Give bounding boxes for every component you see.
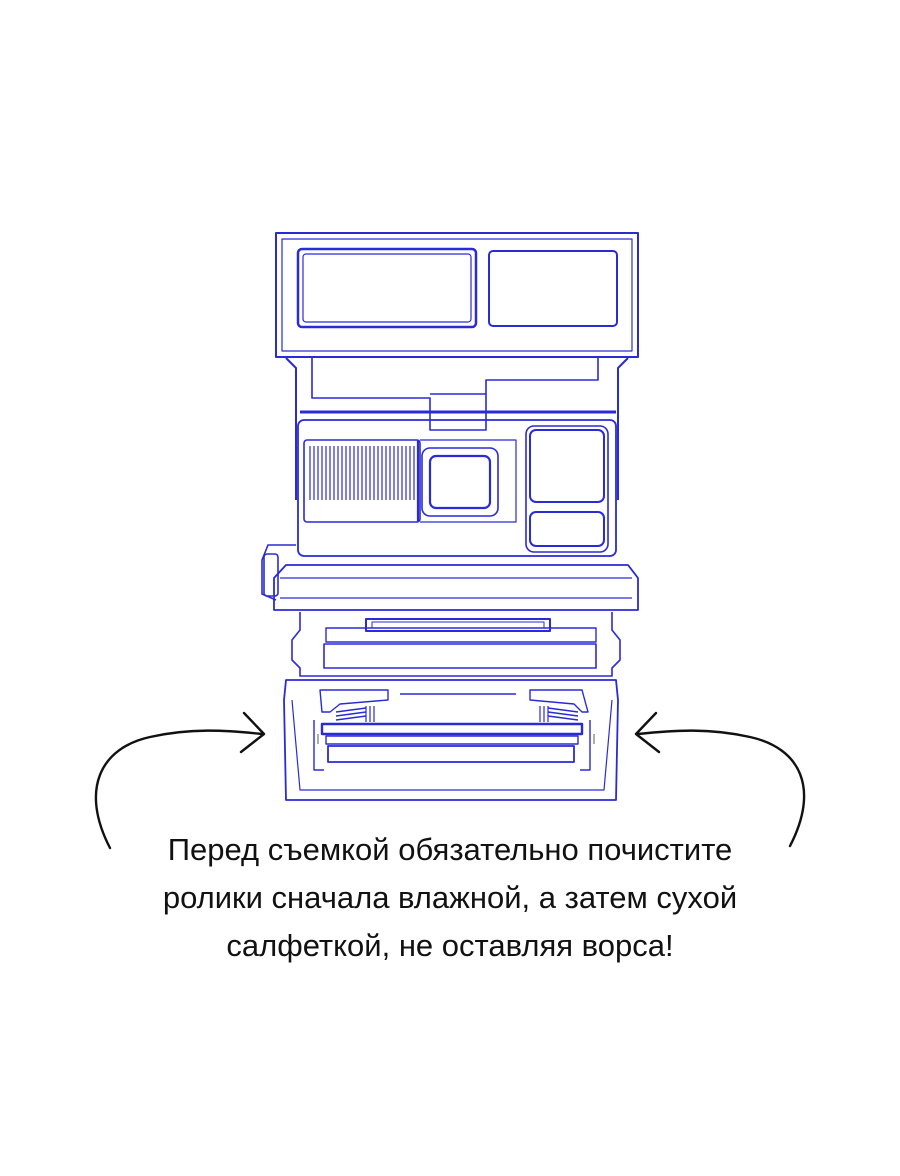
caption-line-2: ролики сначала влажной, а затем сухой (162, 880, 738, 915)
caption-line-3: салфеткой, не оставляя ворса! (226, 928, 674, 963)
curved-arrow-right-icon (94, 711, 266, 850)
instruction-caption: Перед съемкой обязательно почистите роли… (100, 826, 800, 970)
instant-camera-icon (261, 232, 639, 801)
curved-arrow-left-icon (634, 711, 806, 848)
caption-line-1: Перед съемкой обязательно почистите (167, 832, 733, 867)
